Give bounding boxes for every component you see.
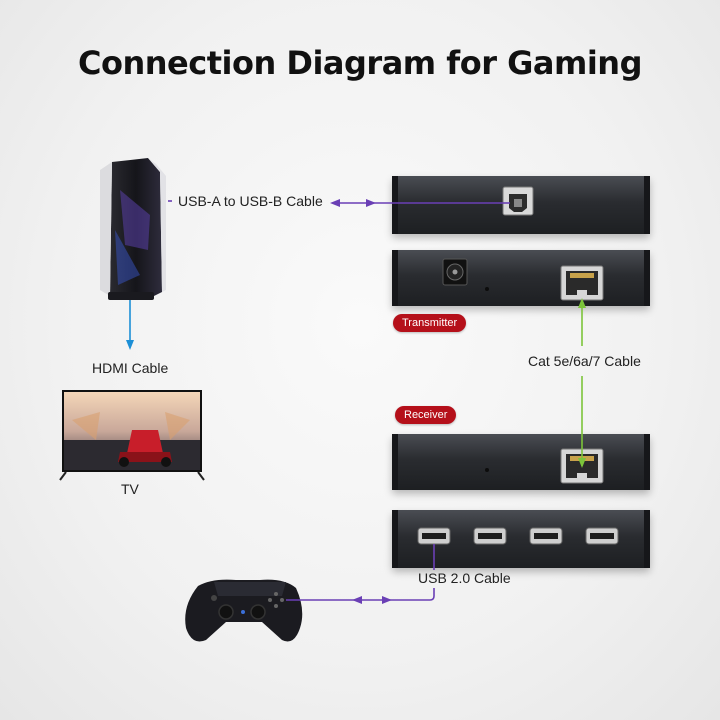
hdmi-cable-label: HDMI Cable: [92, 360, 169, 376]
console-icon: [100, 158, 166, 300]
usb2-cable-label: USB 2.0 Cable: [418, 570, 511, 586]
usb-b-port-icon: [502, 186, 534, 216]
tv-icon: [59, 390, 205, 481]
dc-power-jack-icon: [442, 258, 489, 291]
tv-label: TV: [121, 481, 139, 497]
controller-icon: [185, 579, 303, 642]
receiver-rj45-side: [392, 434, 650, 490]
rj45-port-icon: [485, 448, 604, 484]
receiver-badge: Receiver: [395, 406, 457, 424]
page-title: Connection Diagram for Gaming: [78, 44, 642, 82]
usb-ab-cable-label: USB-A to USB-B Cable: [178, 193, 323, 209]
usb-ab-cable-arrow: [168, 199, 510, 207]
usb-a-port-icon: [417, 527, 619, 545]
cat-cable-arrow: [578, 298, 586, 468]
hdmi-cable-arrow: [126, 300, 134, 350]
usb2-cable-arrow: [286, 544, 435, 604]
cat-cable-label: Cat 5e/6a/7 Cable: [528, 353, 641, 369]
transmitter-rj45-side: [392, 250, 650, 306]
transmitter-badge: Transmitter: [393, 314, 467, 332]
rj45-port-icon: [560, 265, 604, 301]
